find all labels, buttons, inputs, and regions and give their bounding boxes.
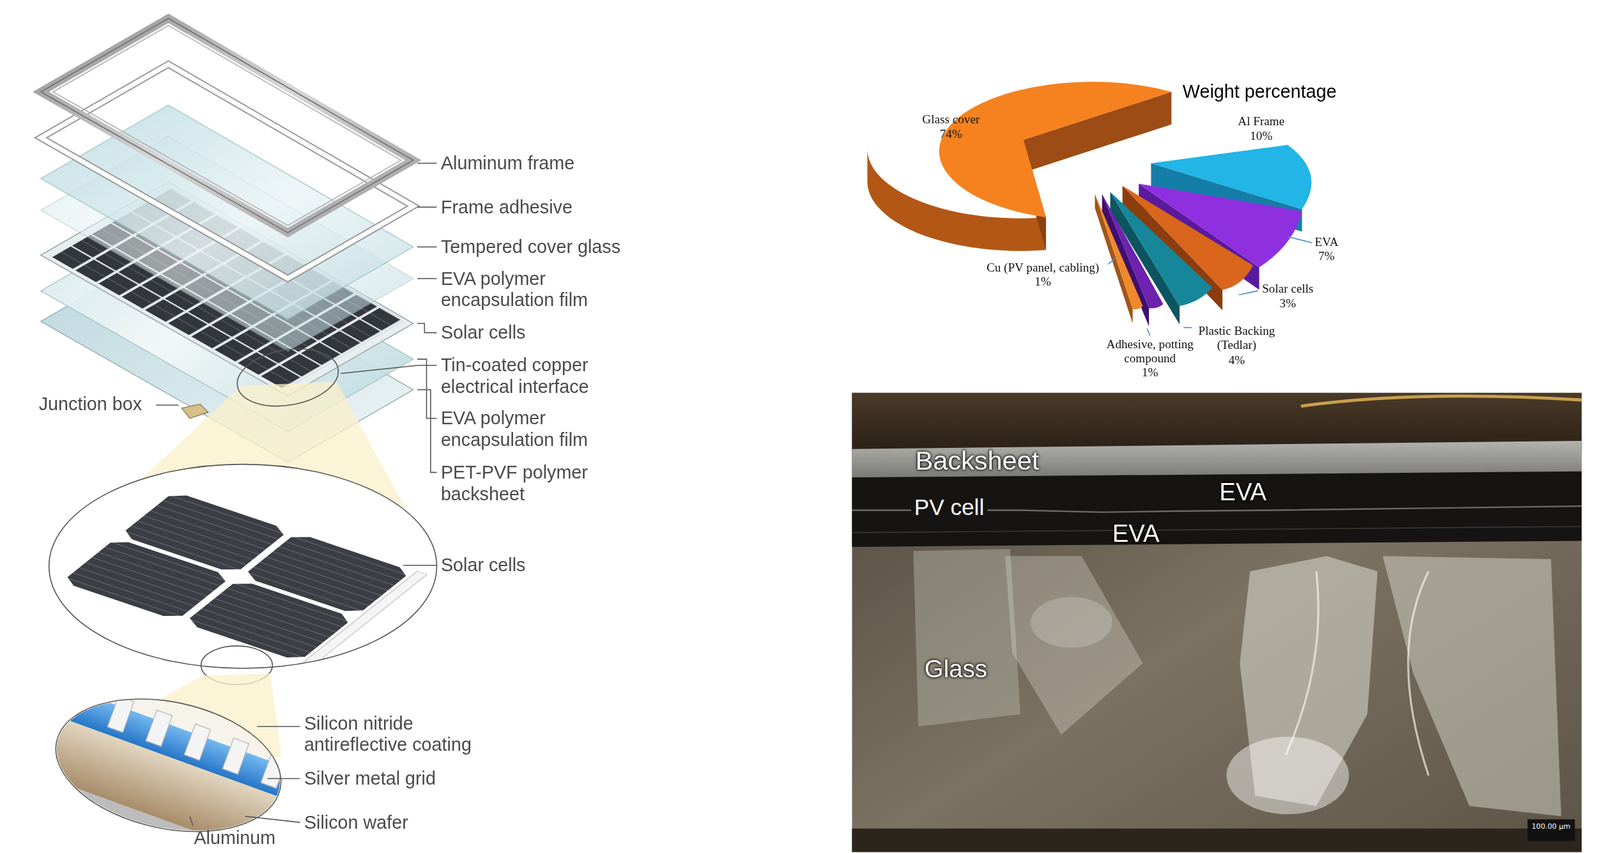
part-label: Tin-coated copper electrical interface [440,355,640,399]
slice-value: 4% [1228,353,1246,368]
photo-label: Backsheet [915,446,1039,477]
slice-value: 1% [1034,274,1052,289]
part-label: Junction box [38,393,142,416]
slice-label: Al Frame [1237,114,1285,129]
slice-label: Cu (PV panel, cabling) [986,260,1100,275]
part-label: PET-PVF polymer backsheet [440,461,640,505]
photo-label: PV cell [911,495,988,521]
junction-box [181,403,209,418]
slice-value: 7% [1318,249,1335,264]
pie-chart [867,81,1312,327]
photo-label: Glass [924,654,988,684]
scale-bar-text: 100.00 µm [1531,822,1571,832]
detail-ellipse [49,464,438,669]
part-label: Solar cells [440,322,526,345]
part-label: Silver metal grid [304,768,436,790]
photo-label: EVA [1219,477,1267,506]
slice-label: Solar cells [1261,281,1314,296]
part-label: Aluminum frame [440,153,575,176]
slice-label: Adhesive, potting compound [1095,336,1204,366]
slice-value: 3% [1279,295,1297,310]
part-label: Frame adhesive [440,196,573,219]
slice-label: Plastic Backing (Tedlar) [1187,323,1286,353]
detail-ellipse [43,679,294,852]
part-label: EVA polymer encapsulation film [440,268,640,312]
slice-label: Glass cover [922,112,980,127]
part-label: Tempered cover glass [440,236,621,259]
cell-detail [60,490,428,668]
cross-section-photo [851,392,1582,853]
cell-cross-section [0,669,334,853]
zoom-ring [232,341,343,415]
photo-label: EVA [1112,519,1160,548]
part-label: Silicon wafer [304,812,409,834]
slice-label: EVA [1315,234,1339,249]
chart-title: Weight percentage [1182,80,1337,103]
part-label: EVA polymer encapsulation film [440,408,640,452]
slice-value: 1% [1141,365,1159,380]
part-label: Silicon nitride antireflective coating [304,713,521,756]
slice-value: 10% [1249,128,1273,143]
part-label: Aluminum [193,827,276,850]
slice-value: 74% [939,126,963,141]
part-label: Solar cells [440,555,526,577]
scale-bar-box: 100.00 µm [1527,819,1575,841]
